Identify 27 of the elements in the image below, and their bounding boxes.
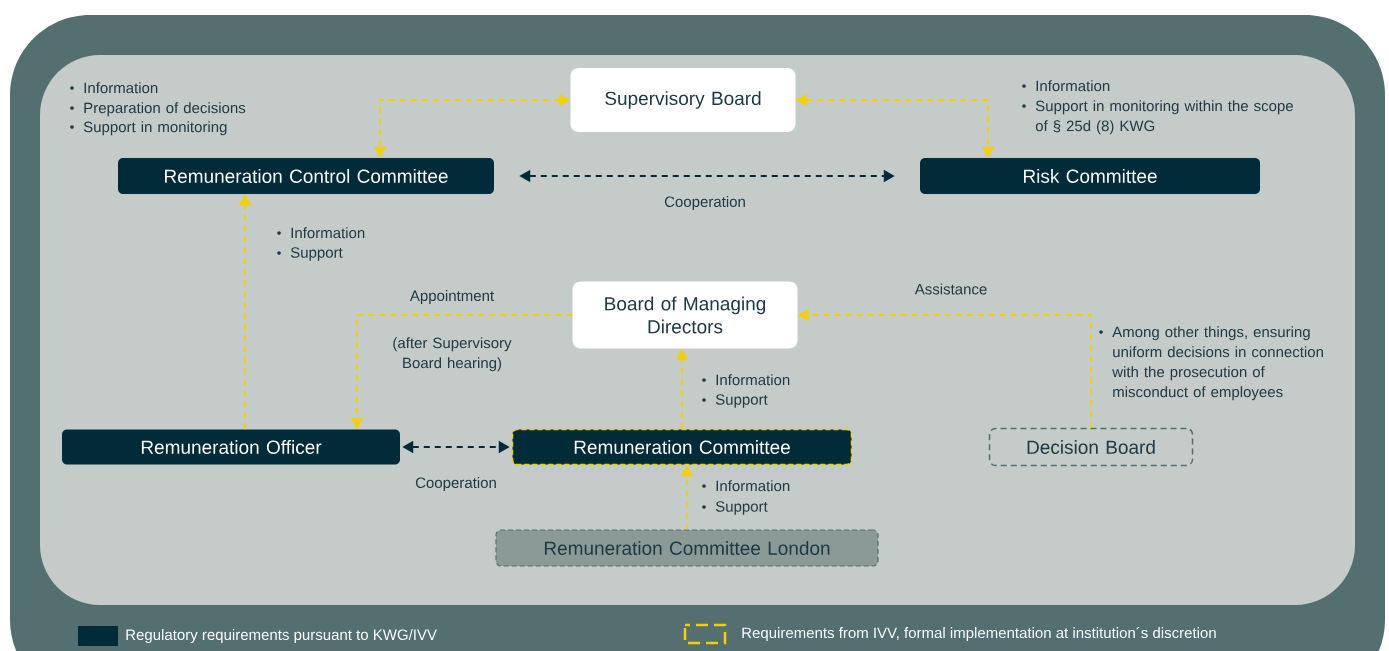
note-text: Information — [84, 82, 158, 94]
note-text: Support in monitoring within the scope of § 25d (8) KWG — [1035, 100, 1293, 135]
edge-label: Appointment — [407, 288, 497, 306]
note-text: Support — [715, 394, 768, 408]
board-box: Board of Managing Directors — [572, 281, 798, 349]
note-text: Among other things, ensuring uniform decisions in connection with the prosecution of misconduct of employees — [1112, 326, 1323, 401]
note-text: Support — [290, 247, 343, 261]
committee-box: Remuneration Officer — [62, 429, 400, 465]
dashed-box: Decision Board — [988, 427, 1194, 467]
dashed-box: Remuneration Committee London — [495, 529, 879, 567]
edge-label: Assistance — [912, 281, 990, 297]
committee-box: Risk Committee — [920, 158, 1260, 194]
note-text: Information — [716, 374, 790, 386]
note-text: Information — [716, 480, 790, 492]
committee-box: Remuneration Committee — [511, 428, 853, 466]
note-text: Support in monitoring — [83, 121, 227, 136]
note-text: Preparation of decisions — [84, 102, 246, 117]
committee-box: Remuneration Control Committee — [118, 158, 494, 194]
board-box: Supervisory Board — [570, 68, 796, 132]
note-text: Information — [1036, 80, 1110, 92]
legend-text: Requirements from IVV, formal implementation at institution´s discretion — [742, 626, 1216, 642]
note-text: (after Supervisory Board hearing) — [393, 337, 512, 372]
edge-label: Cooperation — [413, 475, 499, 493]
legend-text: Regulatory requirements pursuant to KWG/IVV — [126, 629, 437, 643]
edge-label: Cooperation — [662, 194, 748, 212]
note-text: Information — [291, 227, 365, 239]
note-text: Support — [715, 501, 768, 515]
